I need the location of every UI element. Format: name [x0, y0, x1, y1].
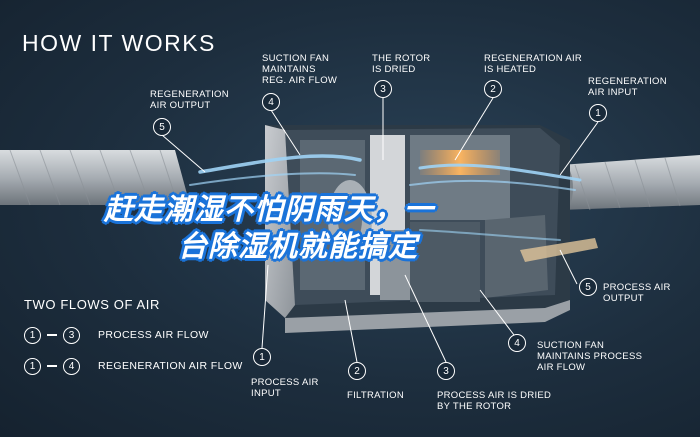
legend-start-badge: 1 — [24, 326, 41, 344]
callout-badge-reg-output: 5 — [153, 118, 171, 136]
legend-dash — [47, 365, 57, 367]
callout-reg-air-output: REGENERATION AIR OUTPUT — [150, 89, 229, 111]
callout-reg-suction-fan: SUCTION FAN MAINTAINS REG. AIR FLOW — [262, 53, 338, 86]
callout-badge-process-fan: 4 — [508, 334, 526, 352]
flows-legend-title: TWO FLOWS OF AIR — [24, 297, 160, 312]
callout-badge-filtration: 2 — [348, 362, 366, 380]
callout-reg-air-input: REGENERATION AIR INPUT — [588, 76, 667, 98]
callout-reg-air-heated: REGENERATION AIR IS HEATED — [484, 53, 583, 75]
overlay-caption-line1: 赶走潮湿不怕阴雨天，一 — [104, 192, 435, 226]
callout-leader-lines — [161, 97, 599, 363]
callout-filtration: FILTRATION — [347, 390, 405, 401]
callout-process-air-input: PROCESS AIR INPUT — [251, 377, 319, 399]
callout-badge-process-input: 1 — [253, 348, 271, 366]
airflow-streams — [189, 154, 582, 241]
legend-row-process: 1 3 PROCESS AIR FLOW — [24, 325, 209, 345]
callout-rotor-dried: THE ROTOR IS DRIED — [372, 53, 431, 75]
legend-start-badge: 1 — [24, 357, 41, 375]
callout-badge-rotor-dries: 3 — [437, 362, 455, 380]
callout-badge-rotor-dried: 3 — [374, 80, 392, 98]
legend-dash — [47, 334, 57, 336]
legend-end-badge: 4 — [63, 357, 80, 375]
callout-badge-process-output: 5 — [579, 278, 597, 296]
callout-badge-reg-input: 1 — [589, 104, 607, 122]
legend-label: PROCESS AIR FLOW — [98, 329, 209, 341]
callout-badge-reg-heated: 2 — [484, 80, 502, 98]
legend-label: REGENERATION AIR FLOW — [98, 360, 243, 372]
regeneration-output-duct — [0, 149, 190, 206]
callout-badge-reg-fan: 4 — [262, 93, 280, 111]
legend-row-regeneration: 1 4 REGENERATION AIR FLOW — [24, 356, 243, 376]
callout-process-suction-fan: SUCTION FAN MAINTAINS PROCESS AIR FLOW — [537, 340, 643, 373]
callout-process-air-output: PROCESS AIR OUTPUT — [603, 282, 671, 304]
legend-end-badge: 3 — [63, 326, 80, 344]
overlay-caption-line2: 台除湿机就能搞定 — [178, 229, 419, 263]
regeneration-input-duct — [553, 155, 700, 212]
page-title: HOW IT WORKS — [22, 30, 216, 56]
callout-process-air-dried: PROCESS AIR IS DRIED BY THE ROTOR — [437, 390, 552, 412]
